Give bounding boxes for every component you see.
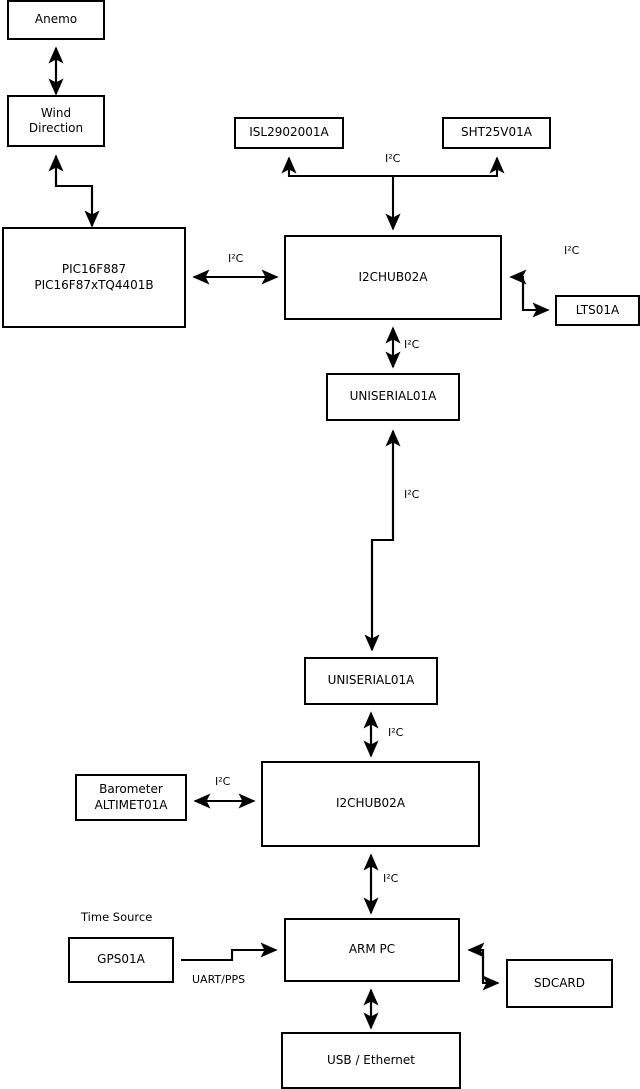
node-sdcard[interactable]: SDCARD [506, 959, 613, 1008]
node-gps01a[interactable]: GPS01A [68, 937, 174, 983]
node-isl2902001a[interactable]: ISL2902001A [234, 117, 344, 149]
edge-label-sensor-bus: I²C [385, 152, 401, 165]
node-uniserial01a-lower[interactable]: UNISERIAL01A [304, 657, 438, 705]
edge-label-hub2-armpc: I²C [383, 872, 399, 885]
node-usb-ethernet[interactable]: USB / Ethernet [281, 1032, 461, 1089]
node-pic-microcontroller[interactable]: PIC16F887 PIC16F87xTQ4401B [2, 227, 186, 328]
node-usb-ethernet-label: USB / Ethernet [327, 1052, 415, 1067]
node-anemo-label: Anemo [34, 12, 78, 27]
edge-label-hub-lts: I²C [564, 244, 580, 257]
node-i2chub02a-bottom[interactable]: I2CHUB02A [261, 761, 480, 847]
node-lts01a-label: LTS01A [575, 302, 620, 317]
node-barometer-altimet01a[interactable]: Barometer ALTIMET01A [75, 774, 187, 821]
node-sht25v01a[interactable]: SHT25V01A [442, 117, 551, 149]
edge-label-uniserial-hub2: I²C [388, 726, 404, 739]
node-isl2902001a-label: ISL2902001A [249, 125, 329, 140]
node-lts01a[interactable]: LTS01A [555, 295, 640, 326]
node-pic-microcontroller-label: PIC16F887 PIC16F87xTQ4401B [34, 262, 154, 292]
node-wind-direction-label: Wind Direction [28, 105, 84, 135]
node-uniserial01a-upper-label: UNISERIAL01A [349, 389, 437, 404]
connector-hub-top-lts [509, 269, 550, 318]
node-arm-pc-label: ARM PC [348, 942, 396, 957]
edge-label-pic-hub: I²C [228, 252, 244, 265]
node-i2chub02a-top[interactable]: I2CHUB02A [284, 235, 502, 320]
node-arm-pc[interactable]: ARM PC [284, 918, 460, 982]
node-barometer-altimet01a-label: Barometer ALTIMET01A [94, 782, 168, 812]
edge-label-gps-armpc: UART/PPS [192, 973, 246, 986]
connector-gps-armpc [181, 942, 278, 962]
connector-sensor-bus [281, 156, 505, 231]
connector-armpc-sdcard [467, 942, 500, 991]
node-i2chub02a-bottom-label: I2CHUB02A [335, 796, 406, 811]
edge-label-barometer-hub: I²C [215, 775, 231, 788]
node-gps01a-label: GPS01A [97, 952, 145, 967]
node-i2chub02a-top-label: I2CHUB02A [358, 269, 428, 284]
edge-label-uniserial-link: I²C [404, 488, 420, 501]
node-anemo[interactable]: Anemo [7, 0, 105, 40]
connector-wind-pic [48, 154, 100, 228]
node-sht25v01a-label: SHT25V01A [461, 125, 532, 140]
edge-label-hub-uniserial: I²C [404, 338, 420, 351]
connector-uniserial-link [364, 429, 401, 652]
node-uniserial01a-lower-label: UNISERIAL01A [327, 673, 415, 688]
label-time-source: Time Source [81, 910, 153, 924]
node-uniserial01a-upper[interactable]: UNISERIAL01A [326, 373, 460, 421]
node-wind-direction[interactable]: Wind Direction [7, 95, 105, 147]
node-sdcard-label: SDCARD [533, 975, 586, 990]
